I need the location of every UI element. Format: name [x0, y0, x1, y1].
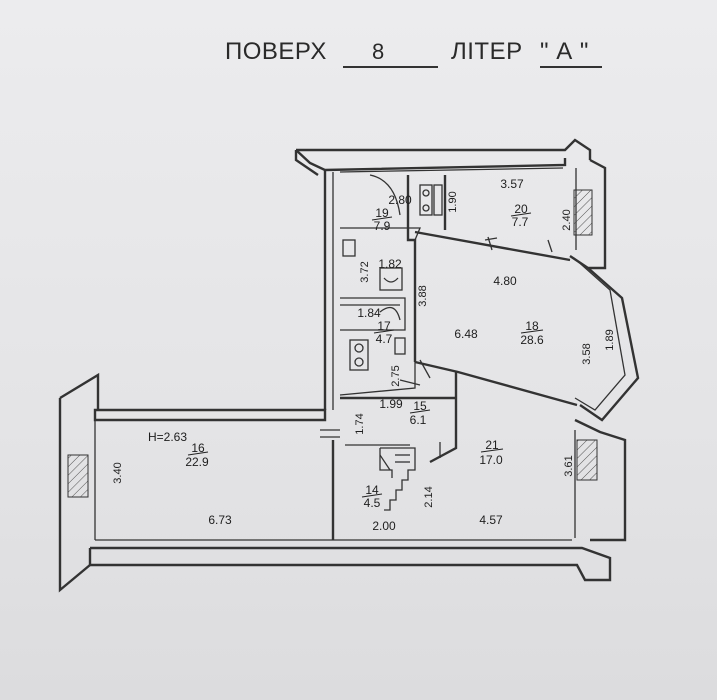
- room-area: 28.6: [520, 333, 544, 347]
- room-area: 7.7: [512, 215, 529, 229]
- fixtures: [342, 174, 443, 511]
- ceiling-height: H=2.63: [148, 430, 187, 444]
- dimension-hall-height: 3.88: [417, 285, 429, 306]
- room-number: 14: [365, 483, 379, 497]
- dimension-r16-width: 6.73: [208, 513, 232, 527]
- door-swing-icon: [369, 174, 401, 216]
- floor-underline: [343, 66, 438, 68]
- dimension-r20-depth: 2.40: [561, 209, 573, 230]
- floor-label: ПОВЕРХ: [225, 38, 327, 65]
- room-area: 22.9: [185, 455, 209, 469]
- room-area: 7.9: [374, 219, 391, 233]
- room-labels: 16 22.9 14 4.5 15 6.1 17 4.7 18 28.6 19 …: [148, 202, 544, 510]
- bathtub-icon: [349, 339, 369, 371]
- dimension-labels: 2.80 1.90 3.57 2.40 3.72 1.82 1.84 3.88 …: [112, 177, 616, 533]
- room-number: 21: [485, 438, 499, 452]
- dimension-bay-a: 3.58: [581, 343, 593, 364]
- exterior-walls: [58, 138, 640, 593]
- dimension-r14-height: 2.14: [423, 486, 435, 507]
- dimension-r16-height: 3.40: [112, 462, 124, 483]
- dimension-bay-b: 1.89: [604, 329, 616, 350]
- washer-icon: [342, 239, 356, 257]
- stairs-icon: [379, 447, 416, 511]
- room-area: 6.1: [410, 413, 427, 427]
- dimension-bath-width: 1.82: [378, 257, 402, 271]
- dimension-r14-width: 2.00: [372, 519, 396, 533]
- dimension-r18-width: 6.48: [454, 327, 478, 341]
- room-number: 17: [377, 319, 391, 333]
- dimension-r19-depth: 1.90: [447, 191, 459, 212]
- dimension-r15-height: 1.74: [354, 413, 366, 434]
- room-area: 4.5: [364, 496, 381, 510]
- dimension-wc-width: 1.84: [357, 306, 381, 320]
- room-area: 4.7: [376, 332, 393, 346]
- dimension-r18-top: 4.80: [493, 274, 517, 288]
- dimension-r21-width: 4.57: [479, 513, 503, 527]
- dimension-bath-height: 3.72: [359, 261, 371, 282]
- room-number: 20: [514, 202, 528, 216]
- dimension-r19-width: 2.80: [388, 193, 412, 207]
- room-number: 15: [413, 399, 427, 413]
- letter-label: ЛІТЕР: [451, 38, 523, 65]
- floor-value: 8: [372, 39, 385, 64]
- dimension-r20-width: 3.57: [500, 177, 524, 191]
- letter-value: " А ": [540, 38, 589, 65]
- sink-icon: [379, 267, 403, 291]
- door-swing-icon: [379, 306, 401, 321]
- letter-underline: [540, 66, 602, 68]
- dimension-corr-height: 2.75: [390, 365, 402, 386]
- plan-header: ПОВЕРХ 8 ЛІТЕР " А ": [0, 38, 717, 72]
- room-area: 17.0: [479, 453, 503, 467]
- room-number: 18: [525, 319, 539, 333]
- interior-walls: [320, 175, 578, 540]
- dimension-corr-width: 1.99: [379, 397, 403, 411]
- room-number: 19: [375, 206, 389, 220]
- toilet-icon: [419, 184, 433, 216]
- room-number: 16: [191, 441, 205, 455]
- dimension-r21-height: 3.61: [563, 455, 575, 476]
